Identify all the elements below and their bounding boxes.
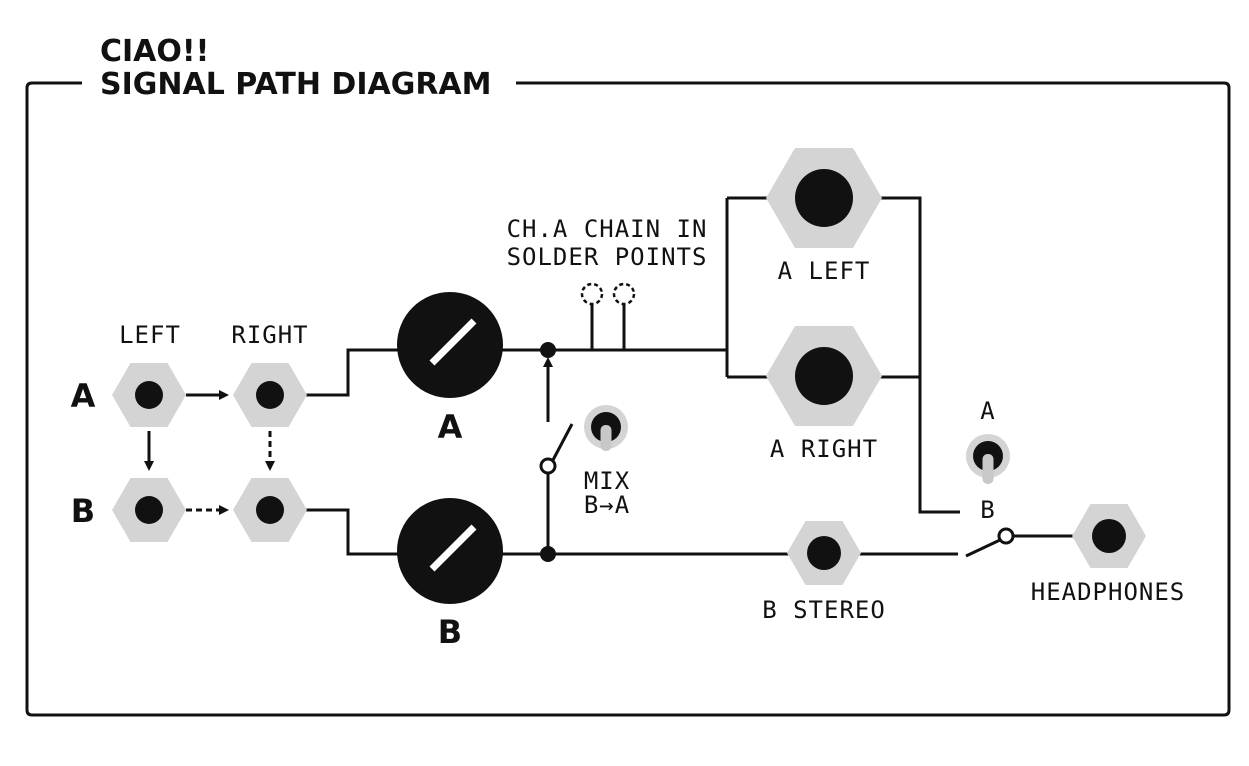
- mix-switch-contact: [539, 457, 557, 475]
- label-right: RIGHT: [231, 321, 308, 349]
- jack-b-stereo[interactable]: [787, 521, 861, 585]
- jack-a-left[interactable]: [766, 148, 882, 248]
- label-left: LEFT: [119, 321, 181, 349]
- jack-input-right-a[interactable]: [233, 363, 307, 427]
- junction-b: [540, 546, 556, 562]
- headphone-select-toggle[interactable]: [966, 434, 1010, 484]
- label-b-stereo: B STEREO: [762, 596, 886, 624]
- junction-a: [540, 342, 556, 358]
- jack-input-left-a[interactable]: [112, 363, 186, 427]
- wire-a-left-out: [878, 196, 960, 514]
- mix-toggle-switch[interactable]: [584, 405, 628, 451]
- knob-a[interactable]: [397, 292, 503, 398]
- label-mix-line-2: B→A: [584, 491, 630, 519]
- label-knob-b: B: [438, 613, 462, 651]
- label-a-left: A LEFT: [778, 257, 871, 285]
- label-mix-line-1: MIX: [584, 467, 630, 495]
- jack-input-left-b[interactable]: [112, 478, 186, 542]
- label-a-right: A RIGHT: [770, 435, 878, 463]
- jack-a-right[interactable]: [766, 326, 882, 426]
- label-switch-b: B: [980, 496, 995, 524]
- title-line-1: CIAO!!: [100, 34, 209, 69]
- jack-input-right-b[interactable]: [233, 478, 307, 542]
- label-switch-a: A: [980, 397, 995, 425]
- solder-point-2: [612, 282, 636, 306]
- mix-switch-lever: [551, 423, 574, 461]
- label-chain-line-1: CH.A CHAIN IN: [507, 215, 708, 243]
- title-line-2: SIGNAL PATH DIAGRAM: [100, 67, 492, 102]
- wire-a-right-to-knob-a: [306, 348, 400, 397]
- headphone-switch-lever: [965, 538, 1001, 558]
- label-row-a: A: [71, 377, 96, 415]
- wire-b-right-to-knob-b: [306, 508, 400, 556]
- headphone-switch-contact: [997, 527, 1015, 545]
- jack-headphones[interactable]: [1072, 504, 1146, 568]
- label-chain-line-2: SOLDER POINTS: [507, 243, 708, 271]
- diagram-frame: [25, 81, 1231, 717]
- label-knob-a: A: [438, 408, 463, 446]
- knob-b[interactable]: [397, 498, 503, 604]
- label-row-b: B: [71, 492, 95, 530]
- solder-point-1: [580, 282, 604, 306]
- label-headphones: HEADPHONES: [1031, 578, 1186, 606]
